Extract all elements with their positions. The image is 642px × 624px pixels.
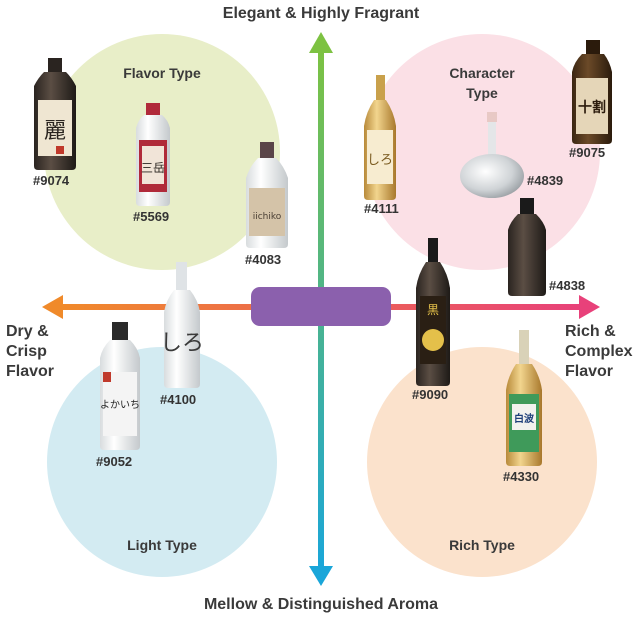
product-code-9074: #9074 [33, 173, 70, 188]
center-box [251, 287, 391, 326]
product-code-9052: #9052 [96, 454, 133, 469]
bottle-icon: iichiko [246, 142, 288, 248]
product-code-4839: #4839 [527, 173, 564, 188]
bottle-icon: よかいち [100, 322, 140, 450]
product-code-9090: #9090 [412, 387, 449, 402]
zone-label-character-type: Character Type [449, 65, 515, 101]
product-code-4100: #4100 [160, 392, 197, 407]
svg-text:十割: 十割 [578, 99, 606, 116]
svg-text:白波: 白波 [514, 412, 535, 425]
axis-label-top: Elegant & Highly Fragrant [222, 5, 420, 22]
axis-label-left: Dry & Crisp Flavor [6, 323, 55, 380]
bottle-icon: 三岳 [136, 103, 170, 206]
bottle-icon: 白波 [506, 330, 542, 466]
zone-circle-character-type [364, 34, 600, 270]
zone-label-light-type: Light Type [127, 537, 197, 553]
product-code-4838: #4838 [549, 278, 586, 293]
arrow-down-icon [309, 566, 333, 586]
bottle-icon [508, 198, 546, 296]
axis-label-bottom: Mellow & Distinguished Aroma [203, 596, 439, 613]
axis-label-right: Rich & Complex Flavor [565, 323, 633, 380]
svg-text:麗: 麗 [44, 119, 66, 144]
bottle-icon: しろ [160, 262, 204, 388]
svg-text:黒: 黒 [427, 303, 439, 317]
bottle-icon: 麗 [34, 58, 76, 170]
product-code-9075: #9075 [569, 145, 606, 160]
arrow-right-icon [579, 295, 600, 319]
svg-text:三岳: 三岳 [141, 161, 165, 175]
bottle-icon: 十割 [572, 40, 612, 144]
svg-text:しろ: しろ [160, 331, 204, 356]
svg-text:iichiko: iichiko [253, 212, 282, 222]
product-code-4330: #4330 [503, 469, 540, 484]
bottle-icon: 黒 [416, 238, 450, 386]
flask-bottle-icon [460, 112, 524, 198]
product-code-5569: #5569 [133, 209, 170, 224]
svg-text:しろ: しろ [367, 153, 393, 168]
bottle-icon: しろ [364, 75, 396, 200]
arrow-up-icon [309, 32, 333, 53]
product-code-4083: #4083 [245, 252, 282, 267]
zone-label-rich-type: Rich Type [449, 537, 515, 553]
product-code-4111: #4111 [364, 201, 399, 216]
zone-label-flavor-type: Flavor Type [123, 65, 201, 81]
arrow-left-icon [42, 295, 63, 319]
svg-text:よかいち: よかいち [100, 399, 140, 411]
